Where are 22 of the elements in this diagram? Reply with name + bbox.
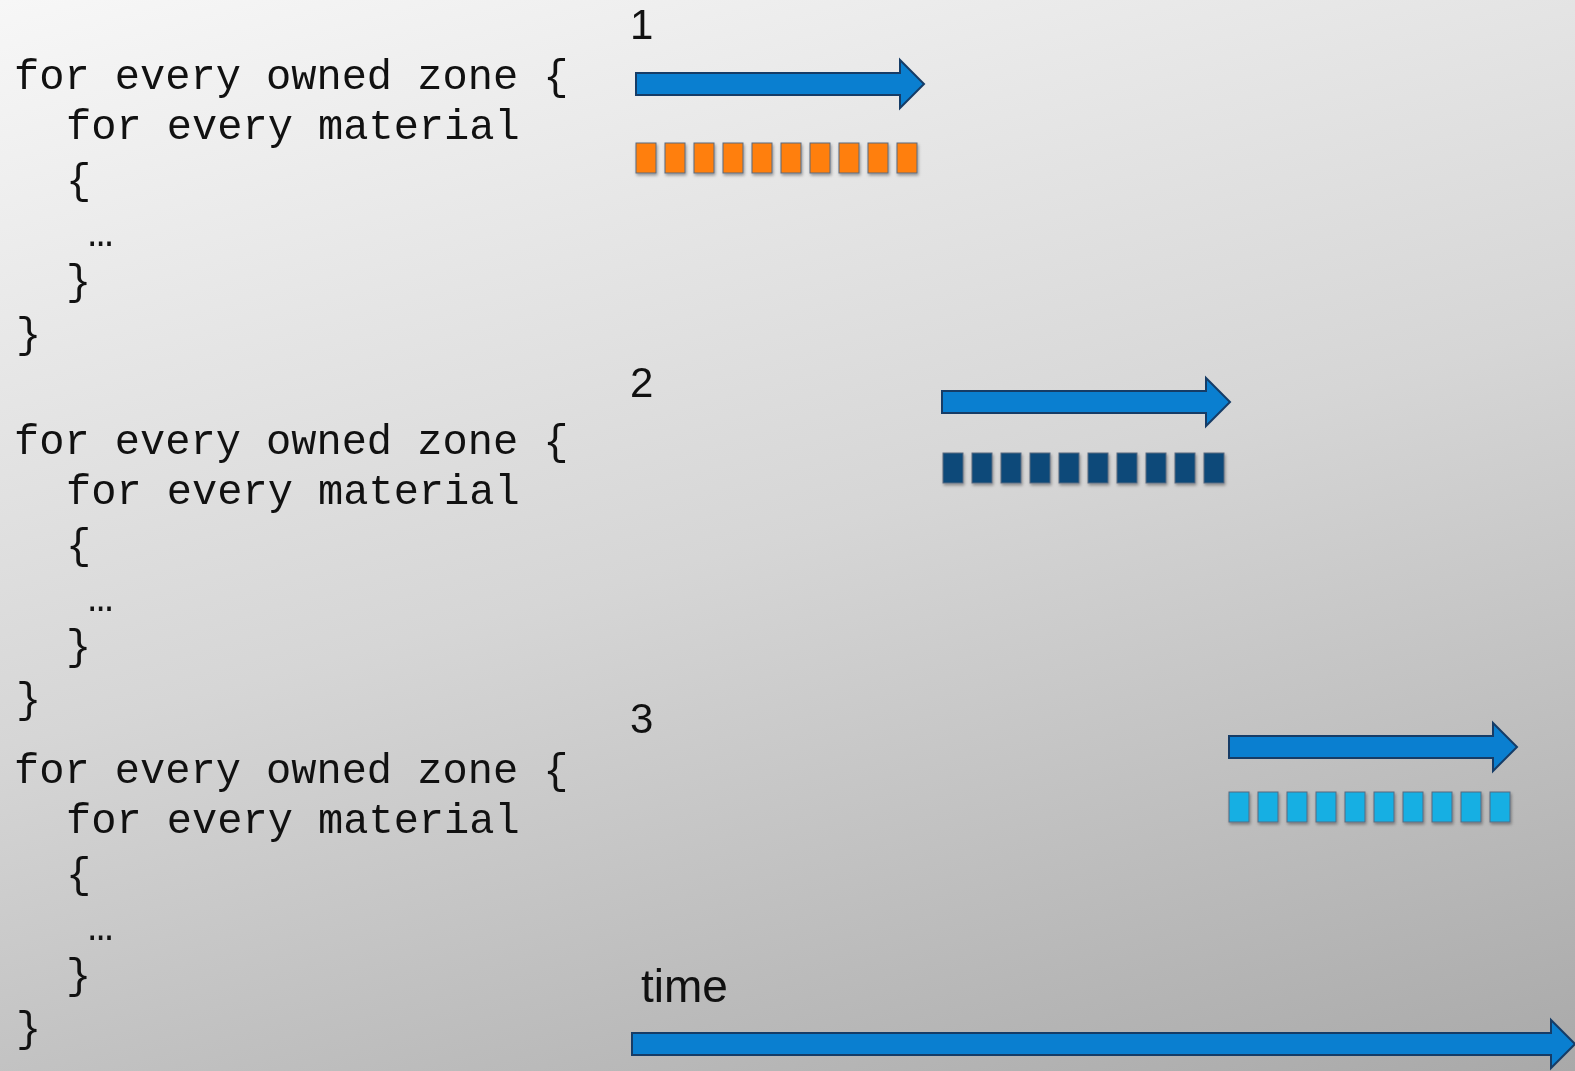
code-line: {	[66, 526, 92, 568]
code-line: …	[88, 579, 114, 621]
code-line: for every material	[66, 107, 520, 149]
code-line: {	[66, 855, 92, 897]
code-line: for every material	[66, 472, 520, 514]
code-line: …	[88, 214, 114, 256]
code-line: }	[66, 956, 92, 998]
code-line: for every owned zone {	[14, 57, 569, 99]
code-line: for every owned zone {	[14, 751, 569, 793]
step-number: 2	[630, 362, 654, 404]
code-line: {	[66, 161, 92, 203]
code-line: for every material	[66, 801, 520, 843]
step-number: 3	[630, 698, 654, 740]
code-line: }	[16, 680, 42, 722]
code-line: }	[66, 262, 92, 304]
code-line: }	[66, 627, 92, 669]
code-line: }	[16, 315, 42, 357]
code-line: }	[16, 1009, 42, 1051]
step-number: 1	[630, 4, 654, 46]
code-line: …	[88, 908, 114, 950]
code-line: for every owned zone {	[14, 422, 569, 464]
axis-label: time	[641, 963, 728, 1009]
